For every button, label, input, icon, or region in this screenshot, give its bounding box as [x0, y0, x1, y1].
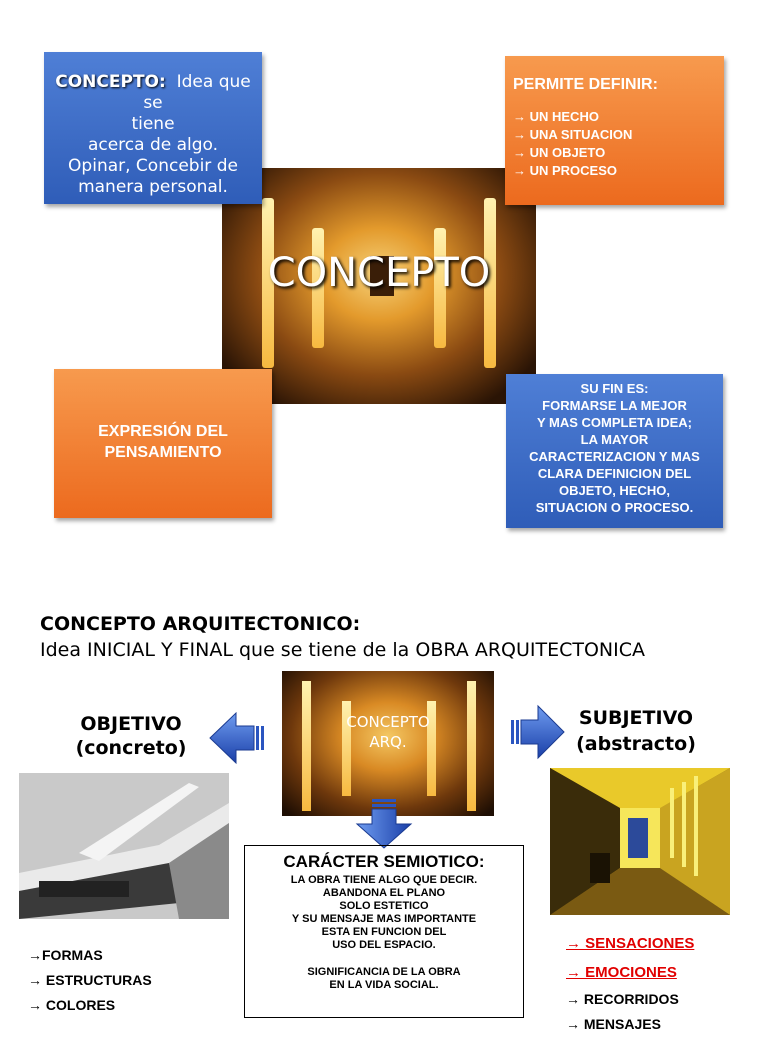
section-title: CONCEPTO ARQUITECTONICO: [40, 613, 361, 635]
list-item: → EMOCIONES [566, 964, 677, 981]
permite-item: → UN HECHO [513, 109, 599, 124]
arrow-right-icon [511, 704, 565, 760]
fin-line: Y MAS COMPLETA IDEA; [536, 415, 693, 430]
concepto-arq-photo [282, 671, 494, 816]
corridor-photo [550, 768, 730, 915]
list-item: → MENSAJES [566, 1016, 661, 1032]
concepto-arq-label: CONCEPTO ARQ. [282, 712, 494, 752]
permite-item: → UN PROCESO [513, 163, 618, 178]
list-item: → RECORRIDOS [566, 991, 679, 1007]
su-fin-box: SU FIN ES: FORMARSE LA MEJOR Y MAS COMPL… [506, 374, 723, 528]
caracter-semiotico-box: CARÁCTER SEMIOTICO: LA OBRA TIENE ALGO Q… [244, 845, 524, 1018]
semiotico-line: SIGNIFICANCIA DE LA OBRA [307, 966, 461, 978]
section-subtitle: Idea INICIAL Y FINAL que se tiene de la … [40, 639, 646, 661]
semiotico-line: ESTA EN FUNCION DEL [321, 926, 447, 938]
concepto-definition-box: CONCEPTO: Idea que se tiene acerca de al… [44, 52, 262, 204]
hero-title: CONCEPTO [267, 250, 491, 296]
fin-line: CLARA DEFINICION DEL [537, 466, 692, 481]
expresion-box: EXPRESIÓN DEL PENSAMIENTO [54, 369, 272, 518]
fin-line: CARACTERIZACION Y MAS [529, 449, 700, 464]
permite-item: → UN OBJETO [513, 145, 606, 160]
arrow-left-icon [209, 711, 264, 765]
arrow-down-icon [355, 799, 413, 849]
fin-line: OBJETO, HECHO, [558, 483, 670, 498]
center-label-line: ARQ. [369, 733, 407, 751]
permite-item: → UNA SITUACION [513, 127, 633, 142]
objetivo-line: OBJETIVO [80, 713, 182, 735]
list-item: →FORMAS [28, 947, 103, 963]
objetivo-list: →FORMAS → ESTRUCTURAS → COLORES [28, 947, 152, 1022]
concepto-line: Opinar, Concebir de [68, 156, 238, 176]
fin-line: LA MAYOR [580, 432, 649, 447]
semiotico-line: EN LA VIDA SOCIAL. [329, 979, 439, 991]
permite-heading: PERMITE DEFINIR: [513, 76, 658, 93]
semiotico-line: SOLO ESTETICO [339, 900, 429, 912]
subjetivo-label: SUBJETIVO (abstracto) [555, 705, 717, 757]
list-item: → ESTRUCTURAS [28, 972, 152, 988]
concepto-line: Idea que se [143, 72, 251, 113]
list-item: → SENSACIONES [566, 935, 695, 952]
hero-corridor-photo [222, 168, 536, 404]
semiotico-heading: CARÁCTER SEMIOTICO: [283, 852, 485, 871]
building-photo [19, 773, 229, 919]
list-item: → COLORES [28, 997, 116, 1013]
semiotico-line: USO DEL ESPACIO. [332, 939, 436, 951]
concepto-line: acerca de algo. [87, 135, 219, 155]
concepto-line: tiene [131, 114, 175, 134]
expresion-line: EXPRESIÓN DEL [98, 423, 228, 440]
subjetivo-line: (abstracto) [576, 733, 696, 755]
objetivo-line: (concreto) [75, 737, 187, 759]
concepto-label: CONCEPTO: [55, 72, 166, 92]
objetivo-label: OBJETIVO (concreto) [50, 712, 212, 760]
fin-line: SU FIN ES: [580, 381, 649, 396]
center-label-line: CONCEPTO [346, 713, 430, 731]
fin-line: FORMARSE LA MEJOR [542, 398, 687, 413]
semiotico-line: LA OBRA TIENE ALGO QUE DECIR. [290, 874, 478, 886]
semiotico-line: Y SU MENSAJE MAS IMPORTANTE [291, 913, 477, 925]
semiotico-line: ABANDONA EL PLANO [322, 887, 446, 899]
fin-line: SITUACION O PROCESO. [535, 500, 694, 515]
subjetivo-list: → SENSACIONES → EMOCIONES → RECORRIDOS →… [566, 935, 694, 1041]
expresion-line: PENSAMIENTO [104, 444, 222, 461]
concepto-line: manera personal. [78, 177, 228, 197]
permite-definir-box: PERMITE DEFINIR: → UN HECHO → UNA SITUAC… [505, 56, 724, 205]
subjetivo-line: SUBJETIVO [578, 707, 694, 729]
